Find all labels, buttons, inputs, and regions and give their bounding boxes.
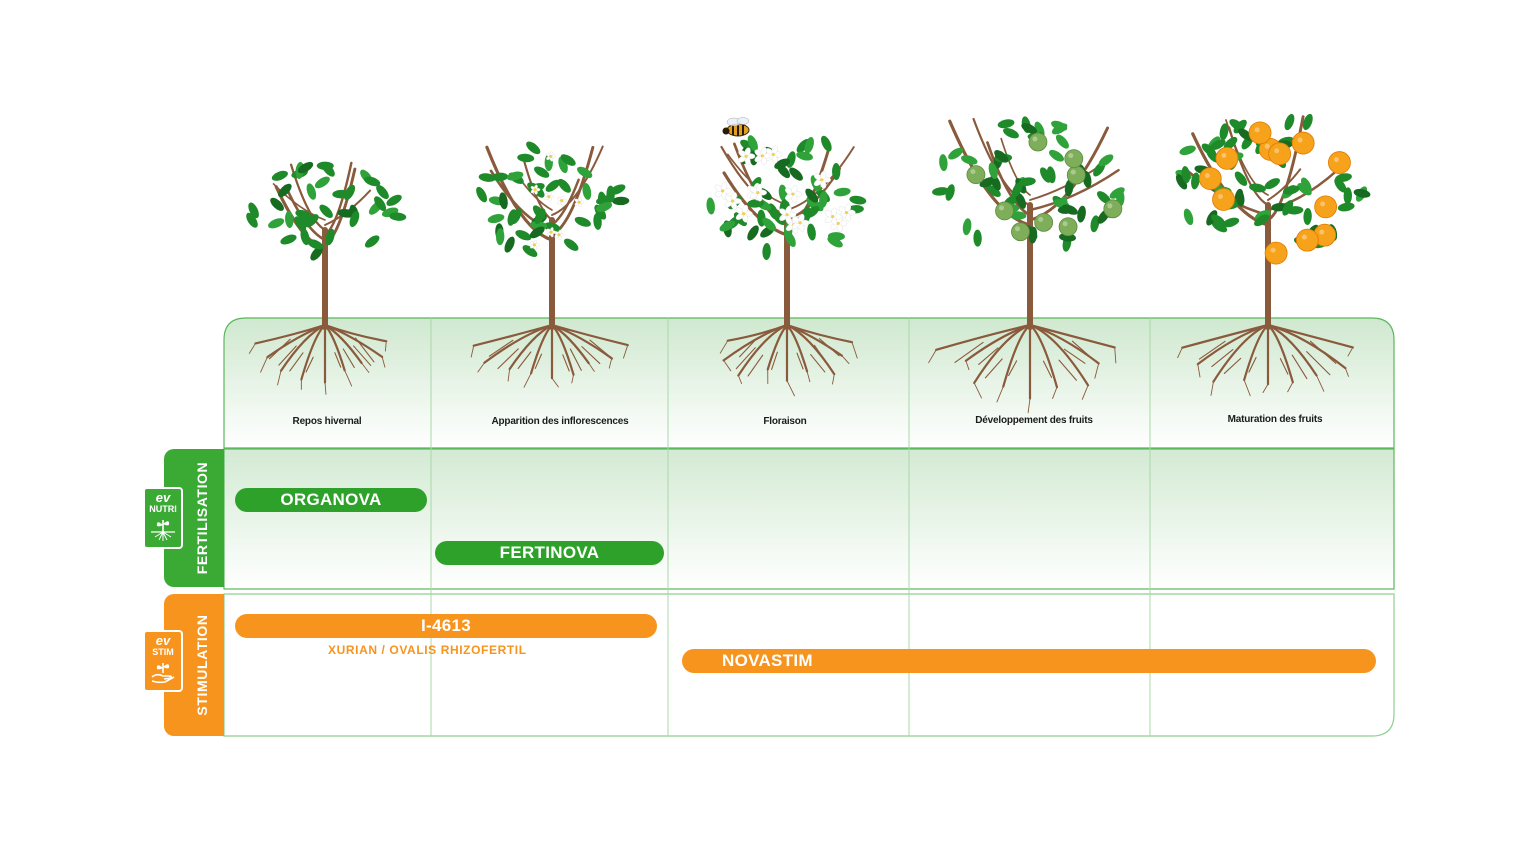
organova-bar: ORGANOVA xyxy=(235,488,427,512)
stim-logo-name: STIM xyxy=(152,647,174,657)
stage-label-2: Apparition des inflorescences xyxy=(491,416,629,427)
tree-illustration-4 xyxy=(928,116,1125,414)
tree-illustration-3 xyxy=(706,117,867,397)
tree-illustration-5 xyxy=(1175,113,1371,397)
ev-stim-logo: ev STIM xyxy=(143,630,183,692)
ev-logo-mark: ev xyxy=(155,490,171,505)
hand-sprout-icon xyxy=(151,663,175,684)
fertinova-bar: FERTINOVA xyxy=(435,541,664,565)
stage-label-4: Développement des fruits xyxy=(975,415,1093,426)
bee-icon xyxy=(722,117,750,137)
tree-leaves xyxy=(706,135,867,260)
sprout-roots-icon xyxy=(151,520,175,541)
ev-nutri-logo: ev NUTRI xyxy=(143,487,183,549)
flower-buds xyxy=(530,151,585,250)
tree-leaves xyxy=(476,141,630,258)
tree-roots xyxy=(928,323,1117,414)
tree-roots xyxy=(719,323,858,397)
blossoms xyxy=(714,145,856,234)
tree-illustration-2 xyxy=(470,141,630,388)
tree-roots xyxy=(470,323,629,388)
stage-label-1: Repos hivernal xyxy=(292,416,362,427)
ripe-oranges xyxy=(1198,121,1351,265)
stimulation-label: STIMULATION xyxy=(194,614,210,716)
tree-leaves xyxy=(246,161,407,261)
fertilisation-label: FERTILISATION xyxy=(194,461,210,575)
green-fruits xyxy=(966,132,1123,242)
tree-illustration-1 xyxy=(246,161,407,395)
i4613-bar: I-4613 xyxy=(235,614,657,638)
i4613-note: XURIAN / OVALIS RHIZOFERTIL xyxy=(328,643,527,657)
ev-logo-mark: ev xyxy=(155,633,171,648)
novastim-bar: NOVASTIM xyxy=(682,649,1376,673)
fertilisation-band xyxy=(223,448,1395,590)
stage-label-3: Floraison xyxy=(763,416,807,427)
nutri-logo-name: NUTRI xyxy=(149,504,177,514)
stage-label-5: Maturation des fruits xyxy=(1227,414,1323,425)
